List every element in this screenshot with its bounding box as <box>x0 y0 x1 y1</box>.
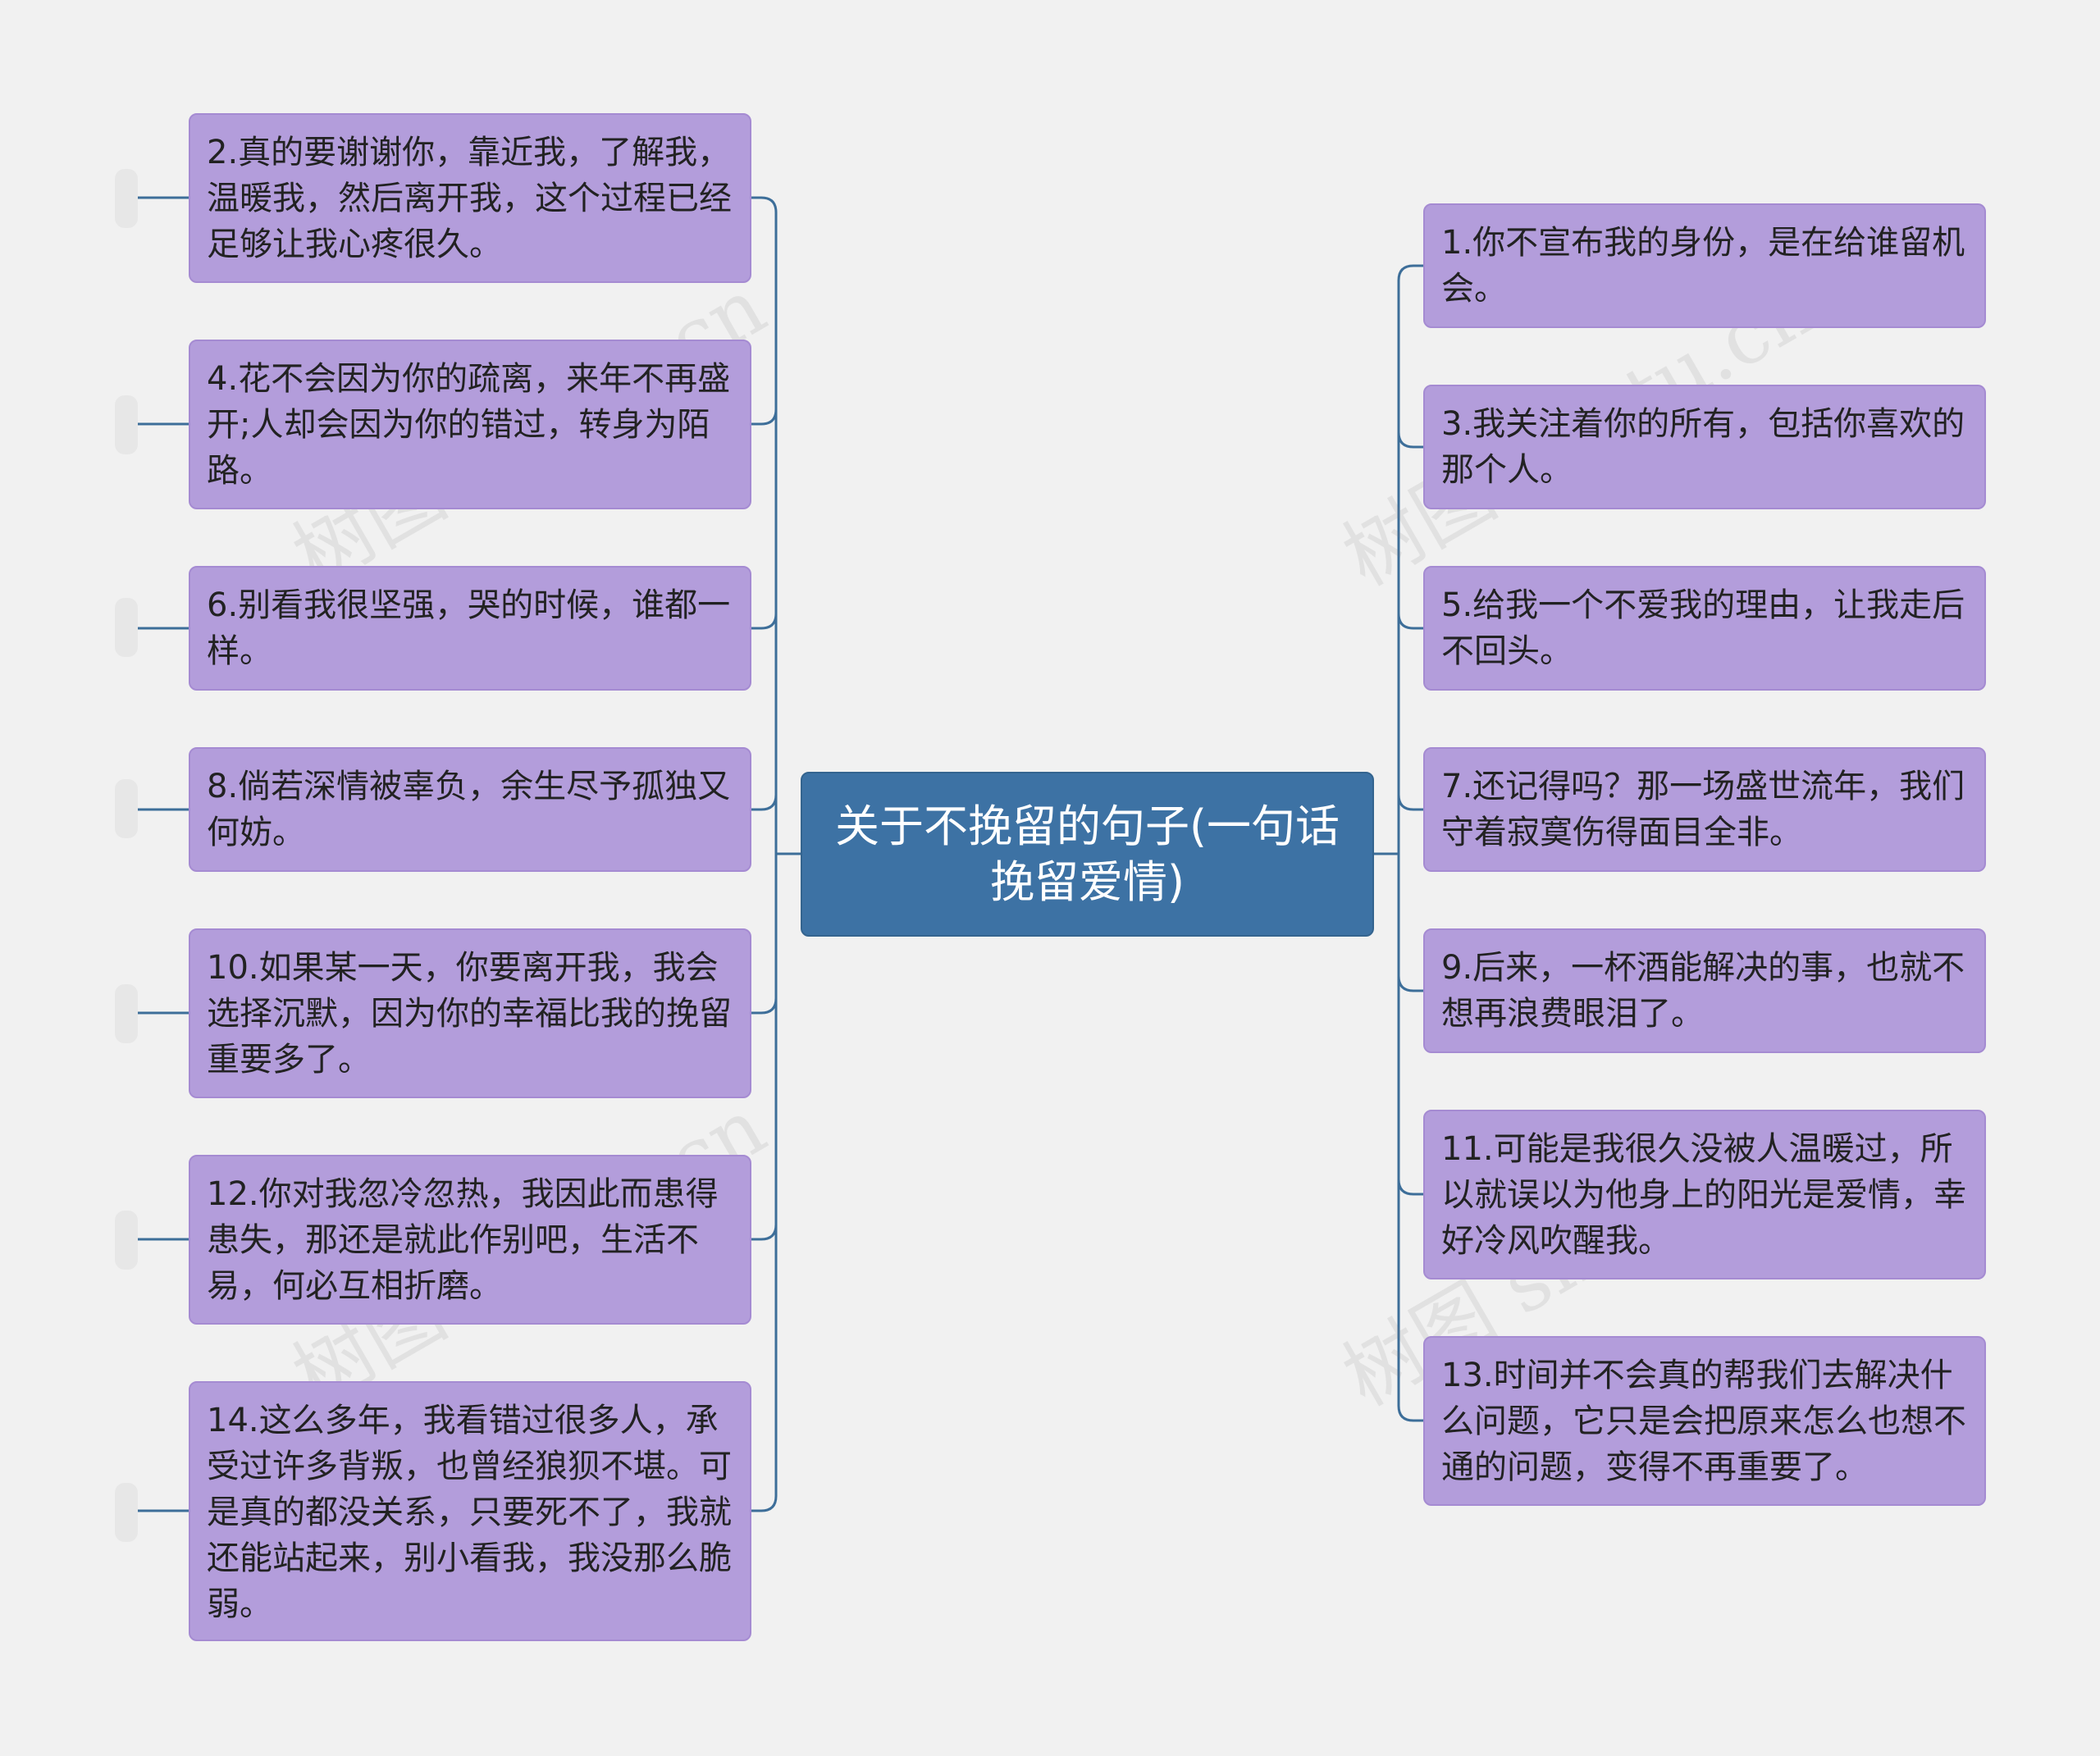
left-topic-10[interactable]: 10.如果某一天，你要离开我，我会选择沉默，因为你的幸福比我的挽留重要多了。 <box>189 928 751 1098</box>
right-branch-link <box>1397 975 1423 992</box>
left-topic-12[interactable]: 12.你对我忽冷忽热，我因此而患得患失，那还是就此作别吧，生活不易，何必互相折磨… <box>189 1155 751 1325</box>
collapse-handle[interactable] <box>115 984 138 1043</box>
topic-text: 7.还记得吗？那一场盛世流年，我们守着寂寞伤得面目全非。 <box>1441 768 1965 851</box>
right-branch-link <box>1397 613 1423 630</box>
left-topic-4[interactable]: 4.花不会因为你的疏离，来年不再盛开;人却会因为你的错过，转身为陌路。 <box>189 340 751 509</box>
left-topic-8[interactable]: 8.倘若深情被辜负，余生尽予孤独又何妨。 <box>189 747 751 872</box>
topic-text: 6.别看我很坚强，哭的时候，谁都一样。 <box>207 586 731 670</box>
topic-text: 8.倘若深情被辜负，余生尽予孤独又何妨。 <box>207 768 731 851</box>
topic-text: 3.我关注着你的所有，包括你喜欢的那个人。 <box>1441 405 1965 489</box>
root-topic-label: 关于不挽留的句子(一句话挽留爱情) <box>834 800 1340 908</box>
collapse-handle[interactable] <box>115 598 138 657</box>
left-branch-link <box>751 408 778 426</box>
topic-text: 14.这么多年，我看错过很多人，承受过许多背叛，也曾经狼狈不堪。可是真的都没关系… <box>207 1402 732 1623</box>
left-topic-6[interactable]: 6.别看我很坚强，哭的时候，谁都一样。 <box>189 566 751 691</box>
topic-text: 9.后来，一杯酒能解决的事，也就不想再浪费眼泪了。 <box>1441 949 1965 1033</box>
collapse-handle[interactable] <box>115 169 138 228</box>
topic-text: 12.你对我忽冷忽热，我因此而患得患失，那还是就此作别吧，生活不易，何必互相折磨… <box>207 1175 719 1305</box>
topic-text: 2.真的要谢谢你，靠近我，了解我，温暖我，然后离开我，这个过程已经足够让我心疼很… <box>207 134 732 263</box>
collapse-handle[interactable] <box>115 1483 138 1542</box>
collapse-handle[interactable] <box>115 779 138 838</box>
right-topic-11[interactable]: 11.可能是我很久没被人温暖过，所以就误以为他身上的阳光是爱情，幸好冷风吹醒我。 <box>1423 1110 1986 1279</box>
topic-text: 13.时间并不会真的帮我们去解决什么问题，它只是会把原来怎么也想不通的问题，变得… <box>1441 1357 1966 1486</box>
left-branch-link <box>751 997 778 1015</box>
left-branch-link <box>751 613 778 630</box>
right-topic-5[interactable]: 5.给我一个不爱我的理由，让我走后不回头。 <box>1423 566 1986 691</box>
topic-text: 5.给我一个不爱我的理由，让我走后不回头。 <box>1441 586 1965 670</box>
left-branch-link <box>751 1224 778 1241</box>
right-branch-link <box>1397 1179 1423 1196</box>
right-topic-1[interactable]: 1.你不宣布我的身份，是在给谁留机会。 <box>1423 203 1986 328</box>
topic-text: 10.如果某一天，你要离开我，我会选择沉默，因为你的幸福比我的挽留重要多了。 <box>207 949 732 1079</box>
left-branch-link <box>751 1495 778 1512</box>
topic-text: 1.你不宣布我的身份，是在给谁留机会。 <box>1441 224 1965 308</box>
topic-text: 4.花不会因为你的疏离，来年不再盛开;人却会因为你的错过，转身为陌路。 <box>207 360 731 490</box>
left-branch-link <box>751 794 778 811</box>
root-topic[interactable]: 关于不挽留的句子(一句话挽留爱情) <box>801 772 1374 937</box>
right-topic-9[interactable]: 9.后来，一杯酒能解决的事，也就不想再浪费眼泪了。 <box>1423 928 1986 1053</box>
left-topic-14[interactable]: 14.这么多年，我看错过很多人，承受过许多背叛，也曾经狼狈不堪。可是真的都没关系… <box>189 1381 751 1641</box>
right-topic-13[interactable]: 13.时间并不会真的帮我们去解决什么问题，它只是会把原来怎么也想不通的问题，变得… <box>1423 1336 1986 1506</box>
right-topic-3[interactable]: 3.我关注着你的所有，包括你喜欢的那个人。 <box>1423 385 1986 509</box>
right-branch-link <box>1397 794 1423 811</box>
right-branch-link <box>1397 431 1423 449</box>
right-branch-link <box>1397 264 1423 281</box>
left-branch-link <box>751 196 778 213</box>
topic-text: 11.可能是我很久没被人温暖过，所以就误以为他身上的阳光是爱情，幸好冷风吹醒我。 <box>1441 1130 1966 1260</box>
collapse-handle[interactable] <box>115 1211 138 1270</box>
right-branch-link <box>1397 1405 1423 1422</box>
collapse-handle[interactable] <box>115 395 138 454</box>
right-topic-7[interactable]: 7.还记得吗？那一场盛世流年，我们守着寂寞伤得面目全非。 <box>1423 747 1986 872</box>
left-topic-2[interactable]: 2.真的要谢谢你，靠近我，了解我，温暖我，然后离开我，这个过程已经足够让我心疼很… <box>189 113 751 283</box>
